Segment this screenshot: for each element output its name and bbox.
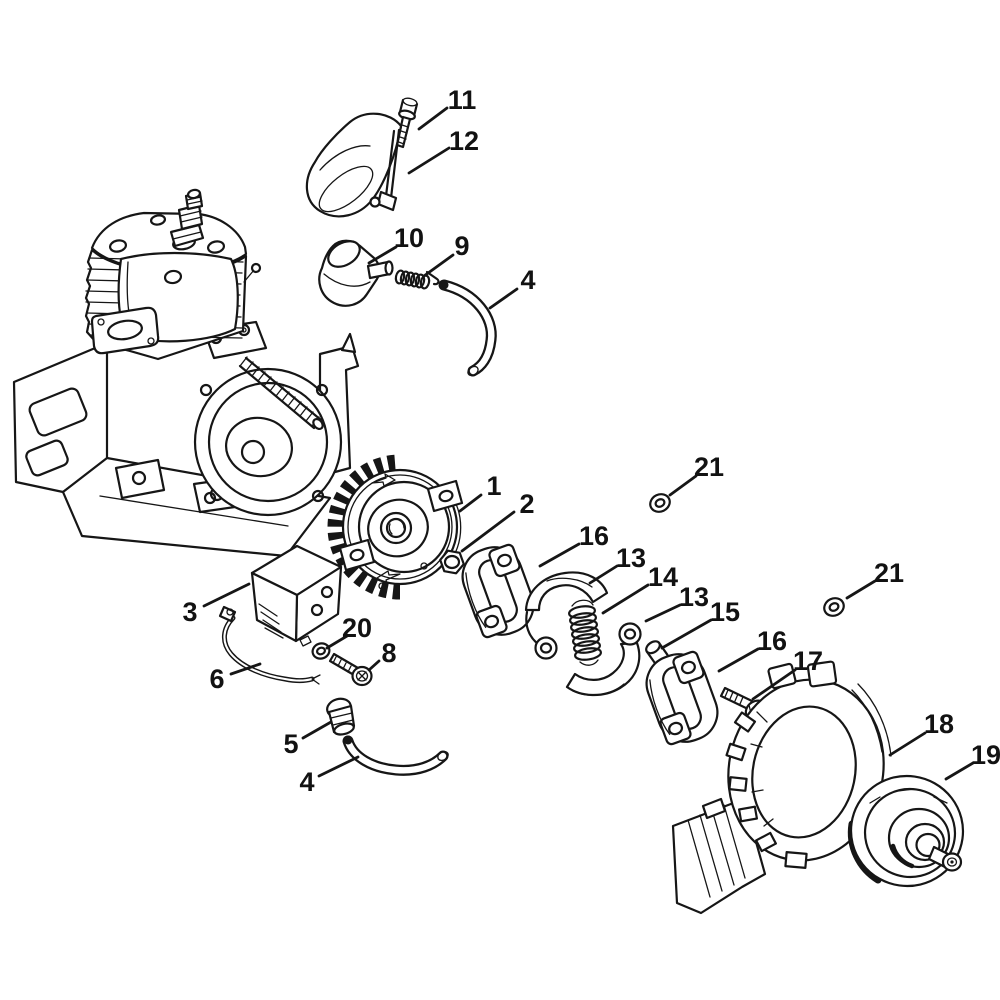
callout-label-washer-lower: 21	[874, 558, 904, 588]
callout-label-plug: 5	[283, 729, 298, 759]
callout-label-module-washer: 20	[342, 613, 372, 643]
conduit-spring-drawing	[238, 356, 324, 431]
callout-leader-spark-plug-boot	[367, 245, 398, 265]
callout-leader-ignition-module	[202, 582, 251, 608]
callout-leader-fan-housing	[888, 731, 927, 757]
callout-leader-ignition-lead-lower	[317, 755, 360, 778]
fan-housing-drawing	[671, 660, 892, 915]
callout-leader-clutch-carrier-outer	[717, 647, 760, 673]
spark-plug-drawing	[169, 188, 205, 251]
callout-label-spark-plug-boot: 10	[394, 223, 424, 253]
callout-label-washer-upper: 21	[694, 452, 724, 482]
callout-leader-starter-pulley	[944, 761, 975, 781]
deflector-screw-drawing	[395, 97, 419, 149]
callout-leader-clutch-shoe-upper	[588, 564, 619, 585]
callout-leader-module-screw	[367, 659, 381, 672]
plug-drawing	[326, 697, 356, 736]
callout-label-boot-spring: 9	[454, 231, 469, 261]
clutch-carrier-outer-drawing	[645, 650, 719, 746]
callout-leader-flywheel-nut	[460, 510, 516, 553]
clutch-shoe-lower-drawing	[565, 622, 642, 697]
clutch-shoe-upper-drawing	[524, 571, 609, 660]
callout-leader-short-circuit-wire	[229, 662, 262, 676]
starter-pulley-drawing	[847, 774, 965, 888]
callout-label-ignition-module: 3	[182, 597, 197, 627]
callout-label-clutch-carrier-outer: 16	[757, 626, 787, 656]
module-screw-drawing	[328, 652, 373, 687]
callout-label-starter-pulley: 19	[971, 740, 1000, 770]
callout-leader-plug	[301, 720, 333, 740]
module-washer-drawing	[311, 642, 331, 660]
callout-leader-washer-lower	[845, 579, 877, 600]
callout-leader-washer-upper	[668, 474, 698, 497]
callout-label-clutch-carrier-inner: 16	[579, 521, 609, 551]
callout-leader-module-washer	[325, 634, 349, 650]
callout-label-ignition-lead-upper: 4	[520, 265, 535, 295]
callout-label-housing-screw: 17	[793, 646, 823, 676]
callout-label-module-screw: 8	[381, 638, 396, 668]
callout-leader-deflector-cone	[407, 146, 451, 175]
callout-leader-clutch-spring	[601, 583, 650, 615]
flywheel-nut-drawing	[439, 549, 465, 575]
ignition-module-drawing	[250, 544, 343, 647]
callout-leader-clutch-shoe-lower	[644, 603, 682, 623]
clutch-carrier-inner-drawing	[461, 543, 535, 639]
callout-leader-boot-spring	[422, 253, 455, 278]
boot-spring-drawing	[394, 269, 440, 290]
callout-leader-clutch-carrier-inner	[538, 542, 581, 568]
callout-label-flywheel-nut: 2	[519, 489, 534, 519]
callout-leader-clutch-roller	[660, 618, 713, 650]
engine-assembly-drawing	[12, 188, 360, 558]
callout-leader-housing-screw	[751, 668, 797, 701]
clutch-spring-drawing	[568, 599, 602, 666]
spark-plug-boot-drawing	[318, 239, 394, 307]
short-circuit-wire-drawing	[218, 605, 321, 685]
callout-label-clutch-spring: 14	[648, 562, 678, 592]
callout-label-fan-housing: 18	[924, 709, 954, 739]
callout-label-clutch-roller: 15	[710, 597, 740, 627]
callout-label-clutch-shoe-upper: 13	[616, 543, 646, 573]
callout-label-short-circuit-wire: 6	[209, 664, 224, 694]
callout-leader-ignition-lead-upper	[488, 287, 519, 310]
callout-label-flywheel: 1	[486, 471, 501, 501]
washer-upper-drawing	[649, 493, 671, 513]
ignition-lead-lower-drawing	[342, 735, 449, 776]
ignition-lead-upper-drawing	[438, 279, 497, 377]
callout-label-deflector-screw: 11	[448, 85, 477, 115]
washer-lower-drawing	[823, 597, 845, 617]
deflector-cone-drawing	[305, 112, 403, 218]
callout-label-clutch-shoe-lower: 13	[679, 582, 709, 612]
callout-label-ignition-lead-lower: 4	[299, 767, 314, 797]
flywheel-drawing	[327, 454, 464, 600]
callout-label-deflector-cone: 12	[449, 126, 479, 156]
callout-leader-deflector-screw	[417, 106, 449, 131]
callout-leader-flywheel	[458, 493, 483, 513]
